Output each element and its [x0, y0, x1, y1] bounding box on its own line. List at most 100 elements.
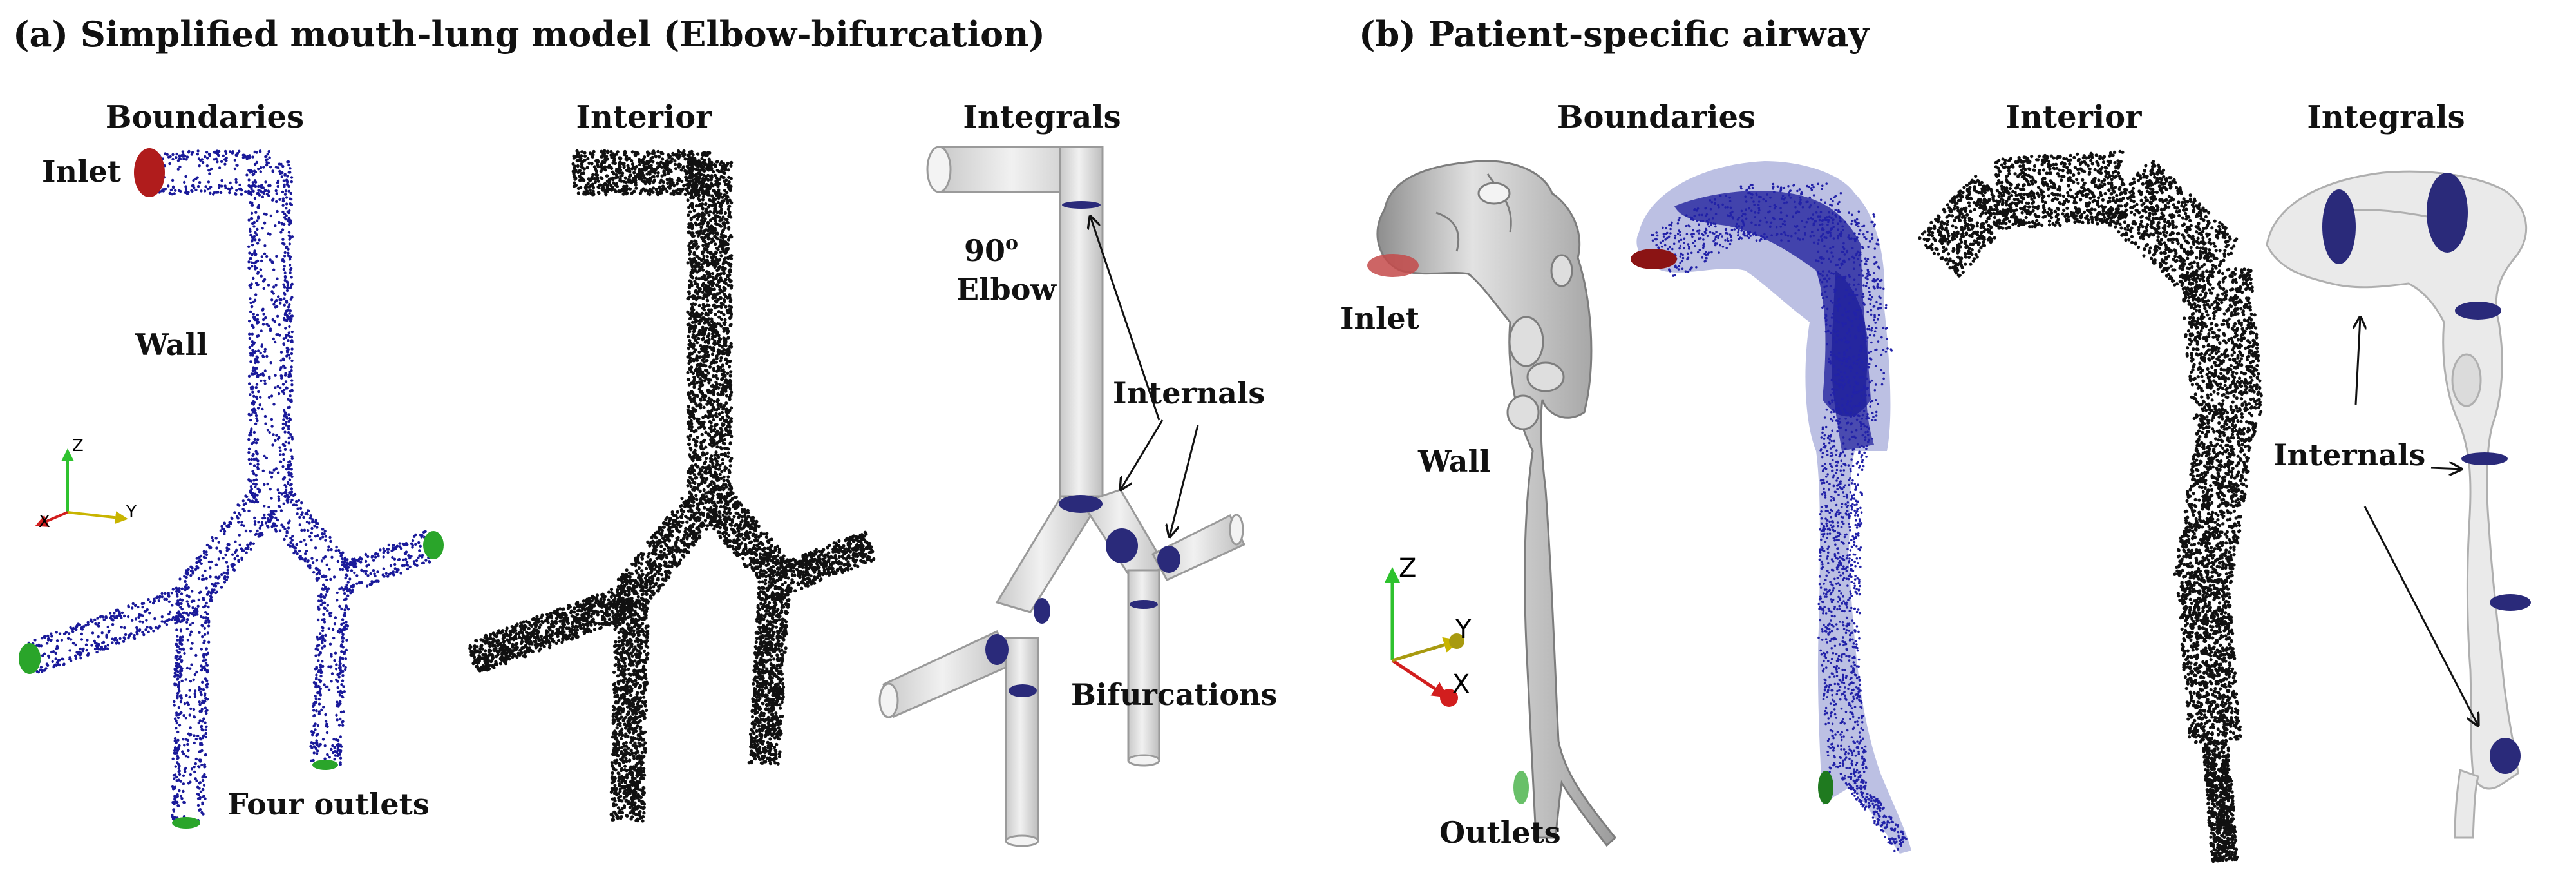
point-sample — [424, 559, 428, 562]
point-sample — [330, 612, 333, 615]
point-sample — [339, 763, 342, 766]
point-sample — [178, 657, 181, 660]
point-sample — [317, 745, 321, 748]
point-sample — [176, 639, 179, 642]
point-sample — [256, 318, 260, 321]
point-sample — [199, 558, 202, 562]
point-sample — [191, 189, 194, 193]
point-sample — [189, 680, 193, 683]
point-sample — [319, 632, 322, 635]
point-sample — [251, 410, 254, 414]
point-sample — [255, 160, 258, 164]
point-sample — [719, 418, 723, 421]
point-sample — [198, 809, 201, 812]
point-sample — [262, 166, 265, 169]
point-sample — [310, 741, 314, 744]
point-sample — [402, 558, 405, 562]
point-sample — [283, 185, 286, 188]
point-sample — [242, 508, 245, 511]
point-sample — [173, 746, 177, 749]
point-sample — [265, 158, 269, 161]
point-sample — [274, 189, 278, 193]
point-sample — [222, 571, 225, 575]
point-sample — [290, 498, 294, 502]
point-sample — [173, 739, 176, 743]
point-sample — [288, 405, 291, 409]
point-sample — [283, 251, 287, 255]
point-sample — [856, 564, 860, 568]
point-sample — [249, 485, 253, 488]
point-sample — [253, 351, 256, 354]
point-sample — [178, 614, 181, 617]
point-sample — [194, 737, 198, 741]
point-sample — [335, 663, 338, 666]
point-sample — [776, 762, 780, 766]
point-sample — [180, 592, 184, 595]
point-sample — [176, 159, 180, 162]
point-sample — [276, 209, 279, 213]
point-sample — [223, 581, 227, 584]
point-sample — [267, 149, 270, 153]
point-sample — [149, 600, 152, 604]
point-sample — [748, 732, 753, 737]
point-sample — [283, 271, 287, 274]
point-sample — [680, 496, 684, 501]
point-sample — [289, 433, 292, 436]
point-sample — [272, 468, 276, 472]
point-sample — [303, 552, 307, 555]
point-sample — [402, 543, 406, 546]
point-sample — [775, 742, 779, 746]
point-sample — [247, 412, 251, 416]
point-sample — [260, 186, 263, 189]
point-sample — [290, 176, 294, 179]
point-sample — [233, 167, 237, 171]
point-sample — [236, 554, 239, 557]
point-sample — [173, 704, 176, 707]
point-sample — [256, 459, 260, 463]
point-sample — [188, 713, 191, 717]
point-sample — [204, 797, 207, 800]
point-sample — [710, 237, 714, 241]
point-sample — [231, 553, 234, 556]
point-sample — [177, 767, 181, 770]
point-sample — [131, 602, 135, 606]
point-sample — [355, 574, 359, 577]
point-sample — [270, 298, 274, 302]
point-sample — [278, 505, 281, 508]
point-sample — [234, 192, 237, 195]
point-sample — [290, 296, 294, 299]
point-sample — [287, 419, 290, 423]
point-sample — [173, 749, 176, 753]
point-sample — [251, 369, 254, 372]
point-sample — [308, 535, 312, 538]
point-sample — [282, 337, 286, 340]
point-sample — [187, 782, 191, 785]
point-sample — [204, 658, 207, 662]
point-sample — [251, 494, 254, 497]
point-sample — [262, 287, 265, 290]
point-sample — [204, 731, 207, 735]
point-sample — [247, 266, 251, 269]
point-sample — [227, 543, 231, 546]
point-sample — [188, 689, 191, 692]
point-sample — [264, 155, 267, 159]
point-sample — [321, 664, 325, 668]
point-sample — [219, 529, 223, 532]
point-sample — [287, 427, 290, 430]
point-sample — [204, 721, 207, 724]
point-sample — [96, 624, 99, 627]
point-sample — [196, 604, 200, 608]
point-sample — [124, 633, 128, 637]
point-sample — [285, 349, 289, 352]
point-sample — [288, 478, 292, 481]
point-sample — [254, 180, 258, 184]
point-sample — [842, 549, 846, 553]
point-sample — [252, 225, 256, 228]
point-sample — [283, 537, 286, 541]
point-sample — [174, 765, 177, 768]
point-sample — [271, 170, 275, 173]
point-sample — [197, 793, 200, 796]
point-sample — [250, 387, 253, 391]
point-sample — [196, 184, 200, 188]
point-sample — [173, 618, 176, 621]
